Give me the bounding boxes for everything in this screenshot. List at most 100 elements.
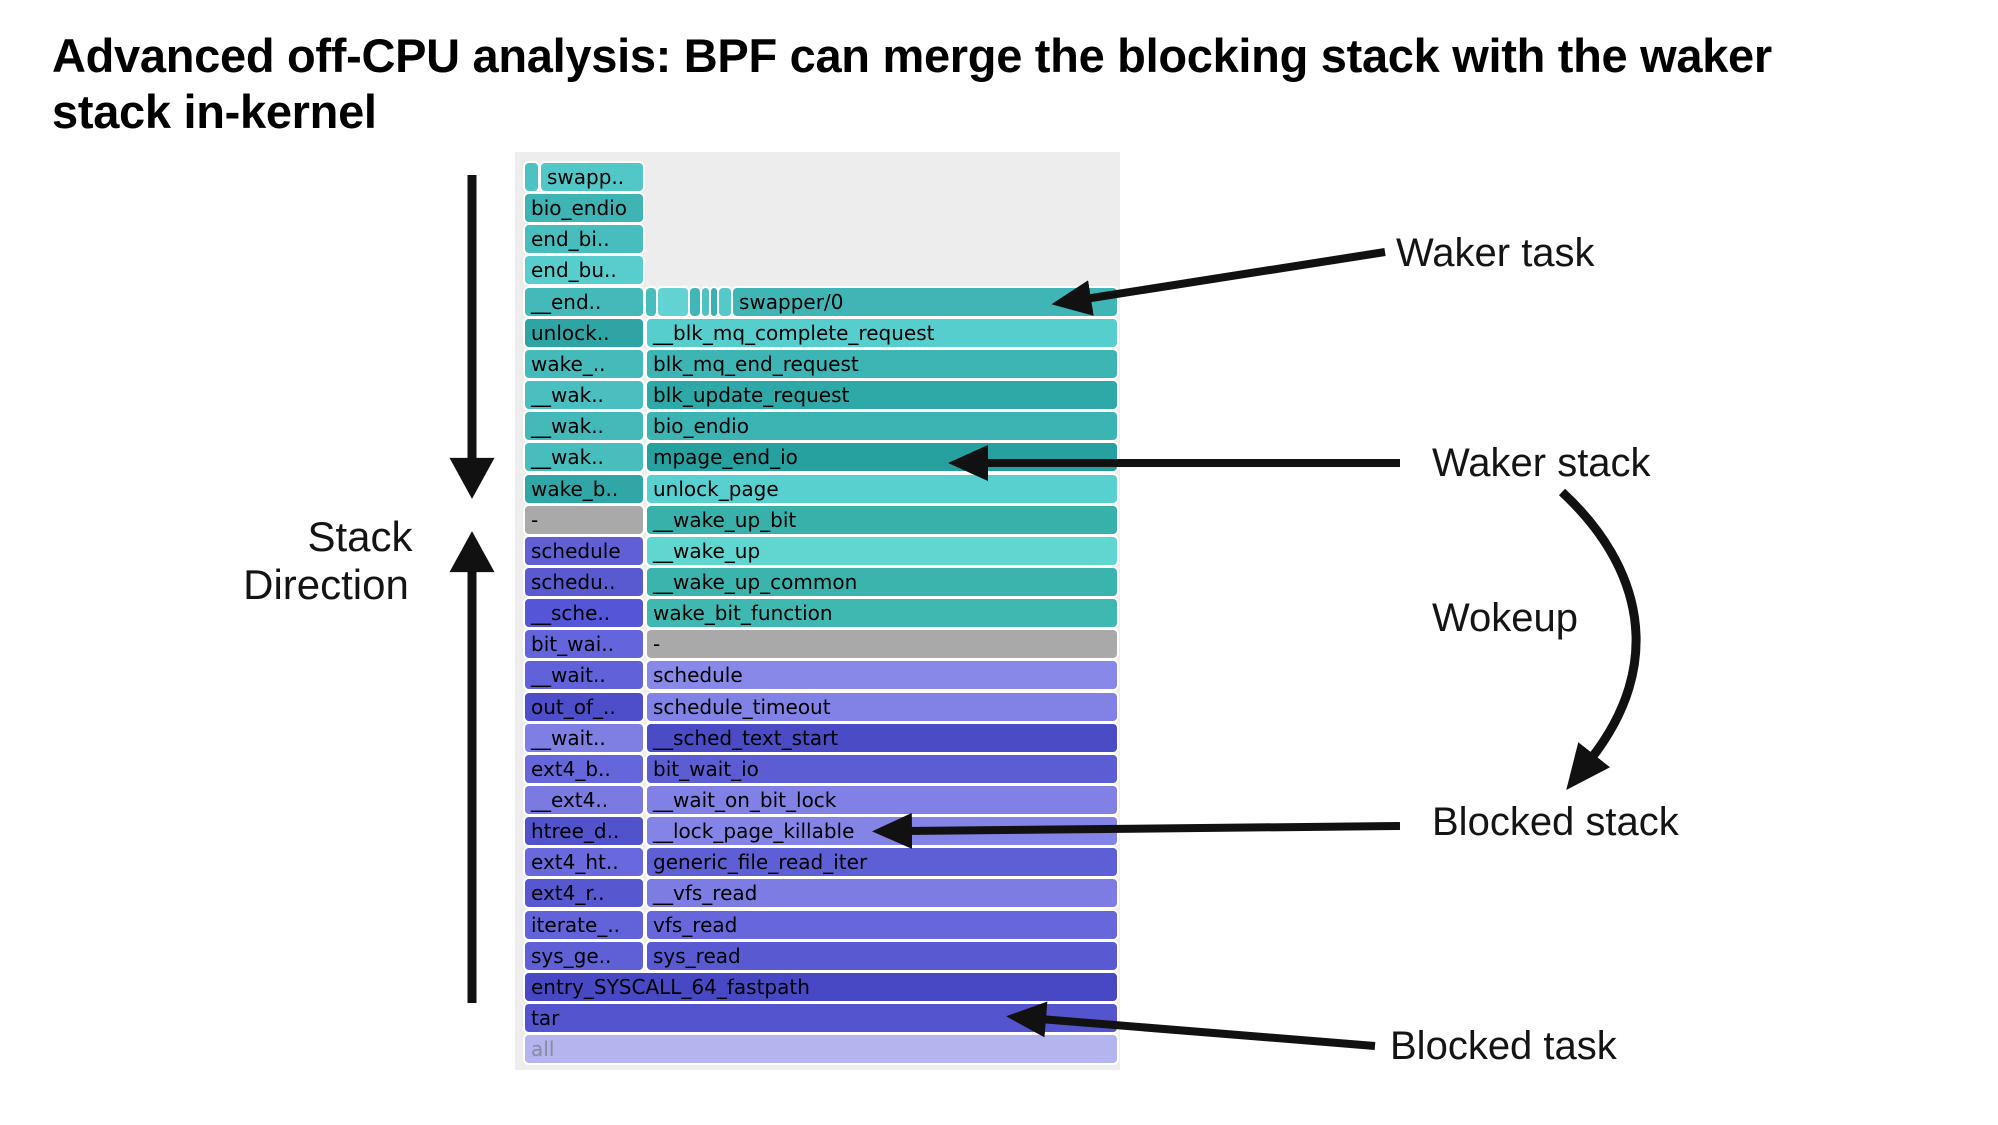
page-title-line1: Advanced off-CPU analysis: BPF can merge… xyxy=(52,29,1772,82)
flame-frame[interactable]: __lock_page_killable xyxy=(647,817,1117,845)
flame-frame[interactable]: __sched_text_start xyxy=(647,724,1117,752)
flame-frame-label: end_bu.. xyxy=(531,258,617,282)
flame-frame[interactable]: schedu.. xyxy=(525,568,643,596)
flame-frame[interactable]: blk_update_request xyxy=(647,381,1117,409)
flame-frame-label: __wait.. xyxy=(531,726,606,750)
flame-frame[interactable]: __wak.. xyxy=(525,381,643,409)
flame-frame[interactable]: htree_d.. xyxy=(525,817,643,845)
flame-frame[interactable]: schedule xyxy=(525,537,643,565)
flame-frame-label: schedule xyxy=(531,539,621,563)
flame-frame[interactable]: ext4_ht.. xyxy=(525,848,643,876)
flame-frame-label: out_of_.. xyxy=(531,695,616,719)
flame-frame-label: generic_file_read_iter xyxy=(653,850,868,874)
flame-frame[interactable]: ext4_b.. xyxy=(525,755,643,783)
flame-frame-label: __ext4.. xyxy=(531,788,609,812)
flame-frame-label: all xyxy=(531,1037,555,1061)
flame-frame[interactable]: entry_SYSCALL_64_fastpath xyxy=(525,973,1117,1001)
flame-frame-label: bit_wait_io xyxy=(653,757,759,781)
flame-frame-label: __wak.. xyxy=(531,414,604,438)
flame-frame[interactable]: mpage_end_io xyxy=(647,443,1117,471)
flame-frame[interactable]: __wake_up_bit xyxy=(647,506,1117,534)
flame-frame-label: __blk_mq_complete_request xyxy=(653,321,935,345)
flame-frame[interactable]: ext4_r.. xyxy=(525,879,643,907)
flame-frame[interactable]: bit_wai.. xyxy=(525,630,643,658)
flame-frame-label: tar xyxy=(531,1006,560,1030)
flame-frame[interactable]: blk_mq_end_request xyxy=(647,350,1117,378)
flame-frame-label: __sche.. xyxy=(531,601,611,625)
flame-frame[interactable] xyxy=(525,163,538,191)
flame-frame-label: end_bi.. xyxy=(531,227,610,251)
flame-frame-label: entry_SYSCALL_64_fastpath xyxy=(531,975,810,999)
flame-frame-label: schedu.. xyxy=(531,570,616,594)
flame-frame[interactable] xyxy=(690,288,700,316)
flame-frame[interactable]: all xyxy=(525,1035,1117,1063)
flame-frame-label: __sched_text_start xyxy=(653,726,839,750)
flame-frame-label: __wake_up xyxy=(653,539,761,563)
flame-frame[interactable] xyxy=(702,288,709,316)
flame-frame-label: __wait.. xyxy=(531,663,606,687)
flame-frame[interactable]: end_bi.. xyxy=(525,225,643,253)
blocked-task-label: Blocked task xyxy=(1390,1024,1617,1068)
flame-frame-label: unlock_page xyxy=(653,477,779,501)
waker-stack-label: Waker stack xyxy=(1432,441,1651,485)
flame-frame[interactable]: wake_b.. xyxy=(525,475,643,503)
flame-frame-label: ext4_b.. xyxy=(531,757,611,781)
flame-frame[interactable]: __wak.. xyxy=(525,443,643,471)
flame-frame-label: blk_update_request xyxy=(653,383,850,407)
flame-frame[interactable]: bit_wait_io xyxy=(647,755,1117,783)
flame-frame-label: - xyxy=(531,508,539,532)
flame-frame[interactable]: end_bu.. xyxy=(525,256,643,284)
flame-frame[interactable]: wake_.. xyxy=(525,350,643,378)
page-title-line2: stack in-kernel xyxy=(52,85,377,139)
flame-frame[interactable]: __end.. xyxy=(525,288,643,316)
flame-frame[interactable] xyxy=(719,288,731,316)
flame-frame[interactable]: __blk_mq_complete_request xyxy=(647,319,1117,347)
flame-frame[interactable]: out_of_.. xyxy=(525,693,643,721)
waker-task-arrow xyxy=(1051,248,1386,316)
flame-frame[interactable]: __wake_up xyxy=(647,537,1117,565)
flame-frame-label: __end.. xyxy=(531,290,602,314)
flame-frame-label: schedule_timeout xyxy=(653,695,831,719)
flame-frame[interactable]: unlock_page xyxy=(647,475,1117,503)
flame-frame[interactable]: schedule_timeout xyxy=(647,693,1117,721)
flame-frame[interactable]: sys_ge.. xyxy=(525,942,643,970)
flame-frame[interactable]: - xyxy=(647,630,1117,658)
flame-frame[interactable]: __sche.. xyxy=(525,599,643,627)
flame-frame[interactable] xyxy=(711,288,717,316)
flame-frame[interactable]: __vfs_read xyxy=(647,879,1117,907)
flame-frame[interactable]: - xyxy=(525,506,643,534)
flame-frame[interactable]: __ext4.. xyxy=(525,786,643,814)
flame-frame[interactable]: __wait.. xyxy=(525,724,643,752)
flame-frame[interactable]: __wake_up_common xyxy=(647,568,1117,596)
flame-frame[interactable]: sys_read xyxy=(647,942,1117,970)
flame-frame[interactable]: wake_bit_function xyxy=(647,599,1117,627)
flame-frame-label: bio_endio xyxy=(531,196,627,220)
flame-frame[interactable]: unlock.. xyxy=(525,319,643,347)
flame-frame-label: sys_ge.. xyxy=(531,944,612,968)
flame-frame[interactable]: iterate_.. xyxy=(525,911,643,939)
flame-frame[interactable]: swapper/0 xyxy=(733,288,1117,316)
flame-frame-label: ext4_ht.. xyxy=(531,850,619,874)
flame-frame[interactable] xyxy=(658,288,688,316)
flame-frame[interactable]: tar xyxy=(525,1004,1117,1032)
flame-frame[interactable]: swapp.. xyxy=(541,163,643,191)
flame-frame[interactable]: schedule xyxy=(647,661,1117,689)
flame-frame[interactable]: vfs_read xyxy=(647,911,1117,939)
flame-frame[interactable]: bio_endio xyxy=(647,412,1117,440)
stack-direction-label-line2: Direction xyxy=(243,561,409,608)
flame-frame[interactable] xyxy=(646,288,656,316)
flame-frame-label: iterate_.. xyxy=(531,913,621,937)
flame-frame[interactable]: __wait_on_bit_lock xyxy=(647,786,1117,814)
page-title: Advanced off-CPU analysis: BPF can merge… xyxy=(52,28,1952,141)
flame-frame[interactable]: __wait.. xyxy=(525,661,643,689)
flame-frame-label: __wak.. xyxy=(531,445,604,469)
flame-frame-label: __wak.. xyxy=(531,383,604,407)
flame-frame-label: __wait_on_bit_lock xyxy=(653,788,837,812)
flame-frame[interactable]: generic_file_read_iter xyxy=(647,848,1117,876)
flame-frame-label: wake_.. xyxy=(531,352,606,376)
flame-frame-label: bio_endio xyxy=(653,414,749,438)
flame-frame[interactable]: bio_endio xyxy=(525,194,643,222)
flame-frame-label: __wake_up_bit xyxy=(653,508,797,532)
flame-frame[interactable]: __wak.. xyxy=(525,412,643,440)
